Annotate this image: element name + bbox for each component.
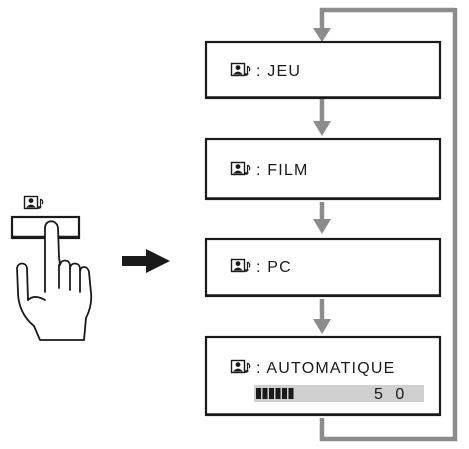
level-segment — [256, 388, 261, 399]
flow-loop — [313, 7, 458, 442]
mode-label-automatique: : AUTOMATIQUE — [256, 360, 395, 377]
level-segment — [288, 388, 294, 399]
mode-box-film: : FILM — [204, 137, 442, 201]
picture-mode-icon — [23, 195, 44, 210]
pointing-hand-icon — [16, 220, 93, 341]
level-segment — [282, 388, 287, 399]
level-segment — [269, 388, 274, 399]
loop-top-arrowhead — [313, 28, 331, 42]
mode-box-pc: : PC — [204, 237, 442, 298]
loop-top-line — [319, 7, 455, 32]
auto-level-bar: 5 0 — [254, 385, 424, 403]
level-segment — [275, 388, 281, 399]
level-segment — [262, 388, 268, 399]
mode-label-jeu: : JEU — [256, 63, 301, 80]
mode-box-jeu: : JEU — [204, 40, 442, 100]
arrow-pc-to-auto-head — [313, 319, 331, 334]
auto-level-bar-fill — [256, 388, 294, 399]
auto-level-value: 5 0 — [374, 386, 408, 403]
picture-mode-button-illustration — [10, 195, 93, 341]
mode-label-film: : FILM — [256, 162, 309, 179]
arrow-film-to-pc-head — [313, 219, 331, 234]
mode-label-pc: : PC — [256, 259, 292, 276]
mode-box-automatique: : AUTOMATIQUE 5 0 — [204, 335, 442, 417]
arrow-jeu-to-film-head — [313, 121, 331, 136]
loop-bottom-line — [319, 418, 457, 442]
right-arrow-icon — [122, 249, 170, 273]
